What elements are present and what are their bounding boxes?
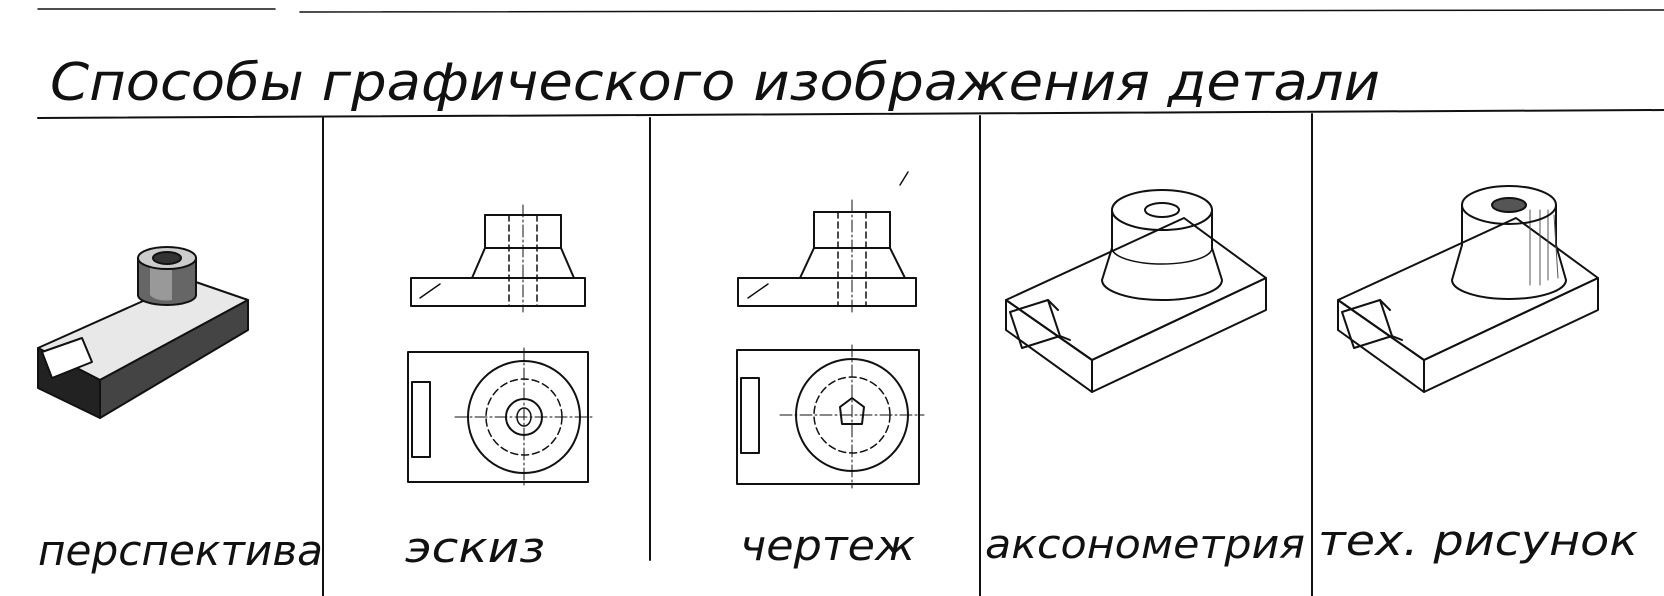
label-perspective: перспектива [38, 526, 323, 575]
perspective-figure [37, 246, 249, 419]
tech-drawing-figure [1337, 185, 1599, 393]
drawing-figure [736, 171, 925, 489]
table-grid [37, 109, 1664, 596]
label-axonometry: аксонометрия [985, 522, 1305, 568]
label-sketch: эскиз [405, 523, 545, 572]
axonometry-figure [1005, 189, 1267, 393]
label-tech-drawing: тех. рисунок [1318, 516, 1639, 565]
top-border [37, 8, 1664, 13]
sketch-figure [407, 204, 594, 487]
sheet-title: Способы графического изображения детали [50, 53, 1380, 113]
label-drawing: чертеж [740, 521, 915, 570]
